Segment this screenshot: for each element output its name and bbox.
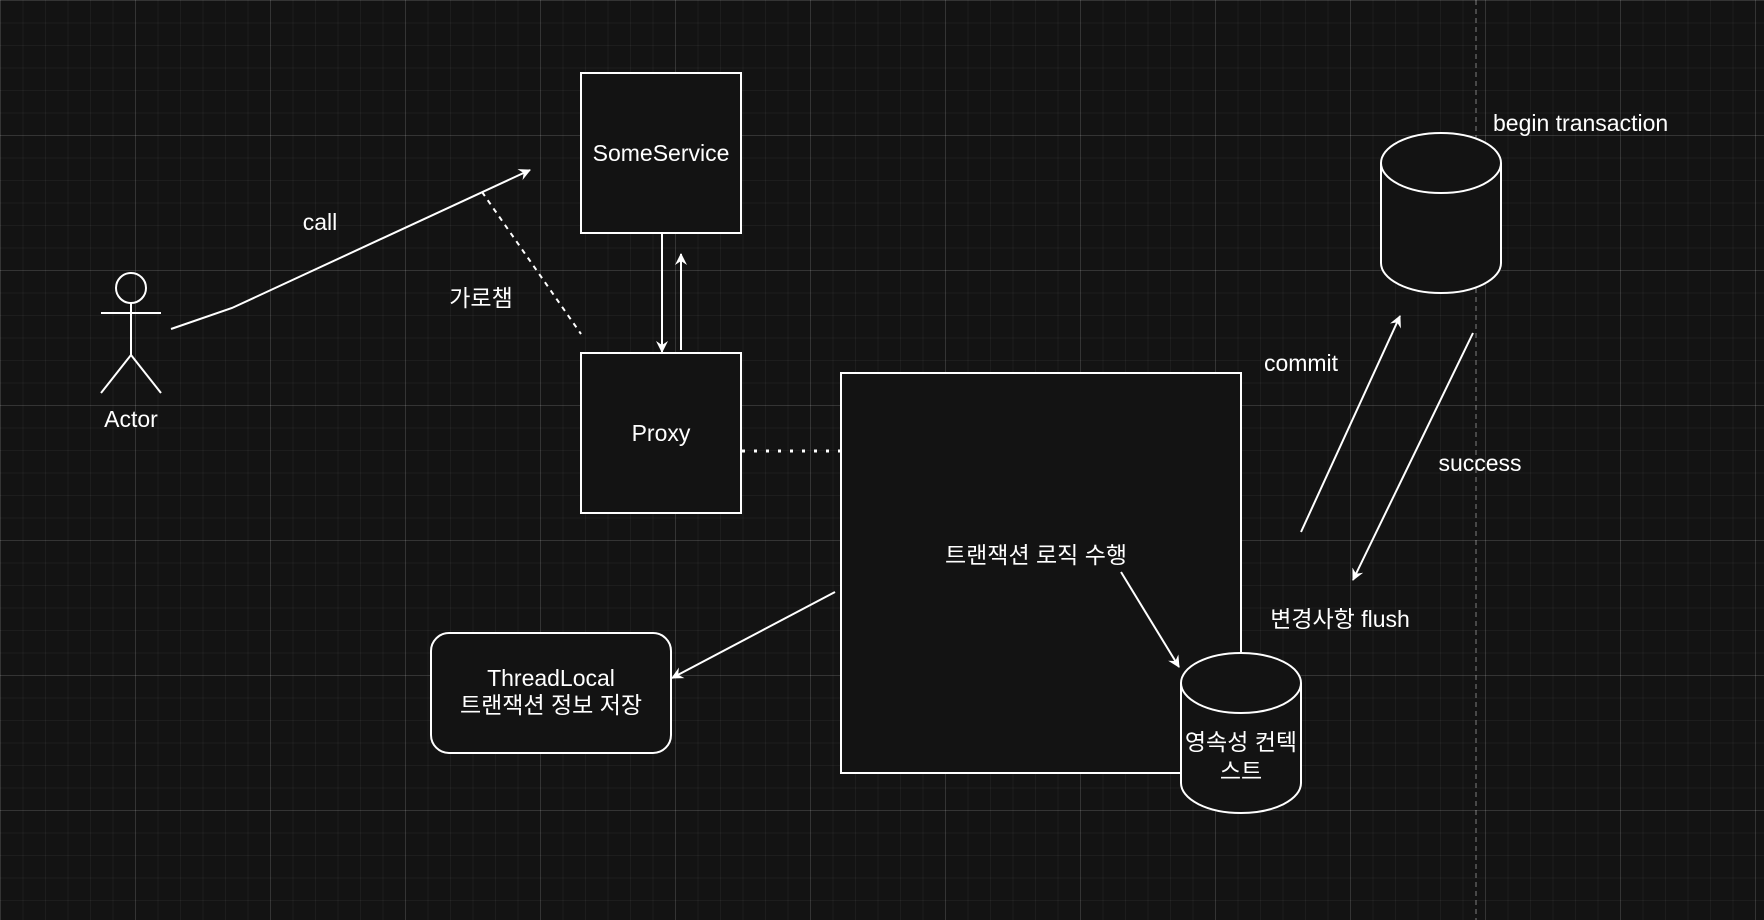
flush-label: 변경사항 flush	[1270, 606, 1410, 632]
database-label: begin transaction	[1493, 110, 1668, 136]
success-arrow[interactable]	[1352, 332, 1474, 581]
actor-label: Actor	[104, 406, 158, 432]
some-service-label: SomeService	[593, 140, 730, 166]
proxy-box[interactable]	[580, 352, 742, 514]
intercept-label: 가로챔	[449, 285, 512, 311]
proxy-label: Proxy	[632, 420, 691, 446]
transaction-logic-box[interactable]	[840, 372, 1242, 774]
some-service-box[interactable]	[580, 72, 742, 234]
threadlocal-title: ThreadLocal	[487, 665, 615, 691]
persistence-context-label-line2: 스트	[1220, 758, 1262, 784]
threadlocal-subtitle: 트랜잭션 정보 저장	[460, 692, 642, 718]
persistence-context-cylinder[interactable]	[1180, 652, 1302, 814]
threadlocal-box[interactable]	[430, 632, 672, 754]
success-label: success	[1438, 450, 1521, 476]
call-arrow[interactable]	[170, 169, 531, 330]
transaction-logic-label: 트랜잭션 로직 수행	[945, 542, 1127, 568]
call-label: call	[303, 209, 338, 235]
persistence-context-label-line1: 영속성 컨텍	[1185, 729, 1297, 755]
commit-arrow[interactable]	[1300, 315, 1401, 533]
commit-label: commit	[1264, 350, 1339, 376]
database-cylinder[interactable]	[1380, 132, 1502, 294]
logic-to-threadlocal-arrow[interactable]	[671, 591, 836, 679]
intercept-line[interactable]	[481, 191, 582, 335]
logic-to-persistence-arrow[interactable]	[1120, 571, 1180, 668]
actor-figure[interactable]	[100, 272, 162, 394]
